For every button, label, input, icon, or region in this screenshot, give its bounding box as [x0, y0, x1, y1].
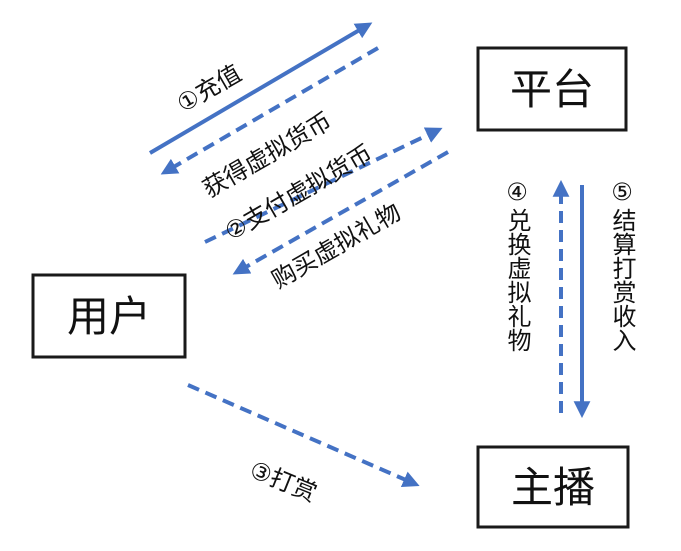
exchange-number: ④: [506, 178, 528, 206]
recharge-arrow: [148, 22, 373, 155]
tip-arrow: [187, 383, 420, 487]
streamer-box: [476, 445, 630, 529]
recharge-label: ①充值: [172, 59, 246, 118]
user-node: 用户: [31, 273, 187, 359]
platform-box: [476, 46, 628, 132]
platform-label: 平台: [510, 65, 594, 114]
streamer-node: 主播: [476, 445, 630, 529]
tip-label: ③打赏: [246, 456, 321, 508]
buy-gift-arrow: [232, 150, 449, 275]
settle-number: ⑤: [611, 178, 633, 206]
platform-node: 平台: [476, 46, 628, 132]
user-label: 用户: [67, 292, 151, 341]
user-box: [31, 273, 187, 359]
exchange-gift-label: 兑换虚拟礼物: [503, 208, 531, 352]
get-currency-arrow: [160, 46, 380, 175]
streamer-label: 主播: [511, 463, 595, 512]
settle-income-label: 结算打赏收入: [608, 208, 636, 352]
pay-currency-arrow: [204, 127, 443, 244]
